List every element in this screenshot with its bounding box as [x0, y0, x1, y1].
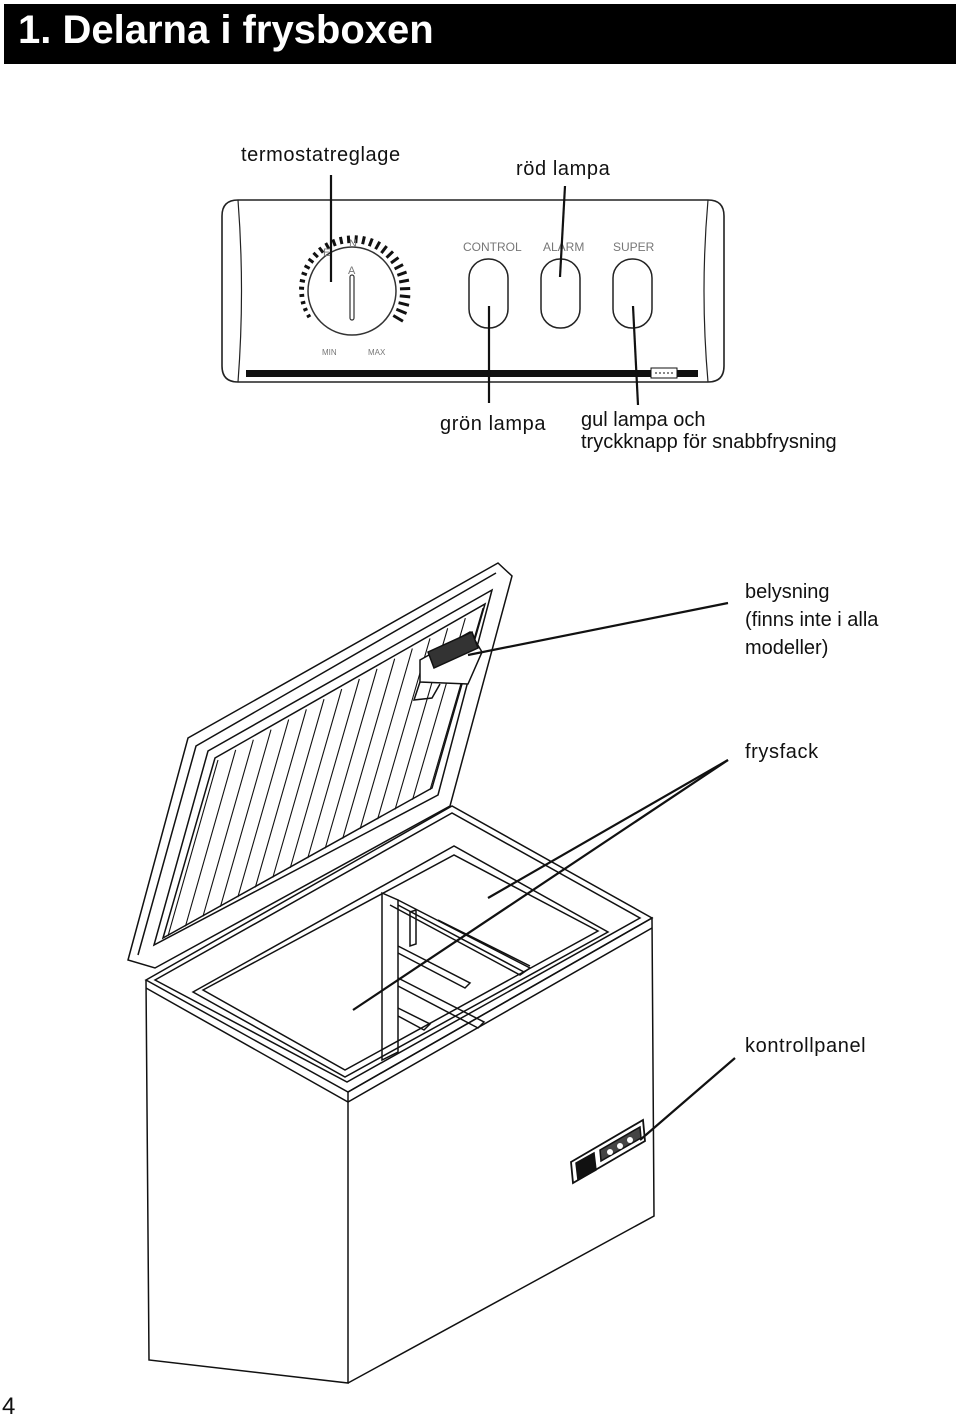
lid-rib — [324, 668, 378, 849]
lid-rib — [342, 658, 396, 839]
dial-tick — [300, 300, 306, 305]
dial-tick — [306, 313, 312, 319]
label-yellow-lamp: gul lampa och tryckknapp för snabbfrysni… — [581, 406, 837, 456]
dial-tick — [395, 307, 408, 315]
dial-tick — [361, 236, 366, 245]
dial-letter-e: E — [323, 247, 330, 259]
control-panel-closeup — [221, 199, 725, 383]
dial-max-label: MAX — [368, 348, 386, 357]
dial-tick — [398, 301, 410, 307]
lid-rib — [167, 759, 219, 937]
dial-tick — [354, 235, 358, 244]
dial-tick — [374, 241, 382, 250]
dial-letter-n: N — [349, 238, 357, 250]
label-green-lamp: grön lampa — [440, 413, 547, 435]
label-lighting-line1: belysning — [745, 581, 830, 603]
super-freeze-button — [612, 258, 653, 329]
lid-rib — [289, 688, 343, 869]
label-lighting: belysning (finns inte i alla modeller) — [745, 578, 878, 662]
label-freezer-basket: frysfack — [745, 741, 819, 763]
dial-tick — [318, 246, 325, 254]
dial-letter-a: A — [348, 265, 356, 277]
dial-tick — [301, 271, 308, 277]
label-lighting-line3: modeller) — [745, 637, 829, 659]
dial-tick — [385, 250, 395, 259]
thermostat-dial: E N A MIN MAX — [298, 235, 411, 357]
dial-tick — [303, 264, 311, 270]
dial-tick — [302, 307, 308, 312]
leader-lines-top — [329, 175, 640, 406]
lid-rib — [202, 739, 254, 917]
dial-min-label: MIN — [322, 348, 337, 357]
dial-tick — [399, 294, 411, 299]
lid-rib — [184, 749, 237, 927]
lid-rib — [254, 709, 307, 888]
dial-tick — [312, 251, 319, 259]
chest-freezer — [127, 562, 655, 1384]
label-control-panel: kontrollpanel — [745, 1035, 867, 1057]
dial-tick — [392, 314, 404, 323]
lid-rib — [307, 678, 360, 859]
lid-rib — [219, 729, 272, 907]
dial-tick — [338, 236, 344, 245]
panel-label-control: CONTROL — [463, 240, 522, 254]
panel-buttons: CONTROL ALARM SUPER — [463, 240, 655, 329]
dial-tick — [331, 238, 337, 247]
dial-tick — [398, 278, 410, 284]
label-red-lamp: röd lampa — [516, 158, 611, 180]
label-yellow-lamp-line2: tryckknapp för snabbfrysning — [581, 431, 837, 453]
panel-label-alarm: ALARM — [543, 240, 584, 254]
lid-rib — [359, 648, 413, 830]
dial-tick — [299, 278, 306, 283]
dial-tick — [367, 237, 374, 247]
page-title: 1. Delarna i frysboxen — [18, 8, 434, 52]
dial-tick — [390, 256, 400, 265]
dial-tick — [393, 263, 404, 271]
label-yellow-lamp-line1: gul lampa och — [581, 409, 706, 431]
panel-label-super: SUPER — [613, 240, 655, 254]
label-lighting-line2: (finns inte i alla — [745, 609, 879, 631]
page-number: 4 — [2, 1393, 16, 1420]
label-thermostat: termostatreglage — [241, 144, 401, 166]
dial-tick — [380, 245, 388, 254]
leader-lines-bottom — [352, 601, 736, 1141]
lid-rib — [237, 719, 290, 898]
dial-tick — [307, 257, 315, 264]
dial-tick — [324, 242, 331, 250]
dial-tick — [396, 270, 408, 277]
header-bar: 1. Delarna i frysboxen — [4, 4, 956, 64]
lid-rib — [272, 699, 325, 878]
